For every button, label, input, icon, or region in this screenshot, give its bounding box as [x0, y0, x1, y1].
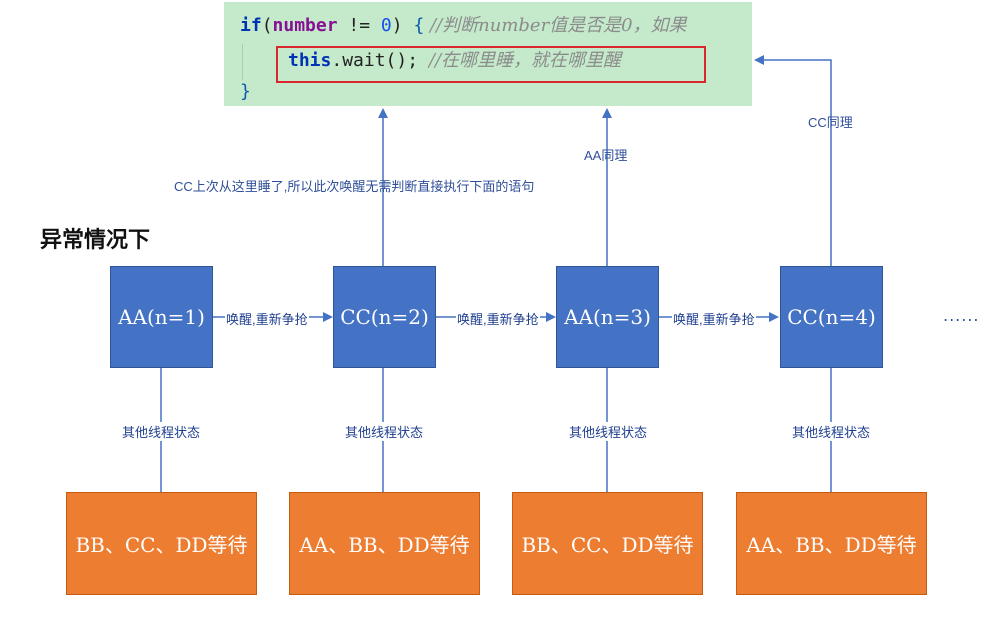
code-snippet: if(number != 0) { //判断number值是否是0，如果 thi…: [224, 2, 752, 106]
wait-highlight-box: [276, 46, 706, 83]
cc-wakeup-note: CC上次从这里睡了,所以此次唤醒无需判断直接执行下面的语句: [174, 179, 535, 194]
wait-box-1: BB、CC、DD等待: [66, 492, 257, 595]
others-label-1: 其他线程状态: [121, 422, 202, 441]
wake-label-1: 唤醒,重新争抢: [225, 309, 309, 328]
wake-label-2: 唤醒,重新争抢: [456, 309, 540, 328]
others-label-4: 其他线程状态: [791, 422, 872, 441]
wait-box-4: AA、BB、DD等待: [736, 492, 927, 595]
wait-box-3: BB、CC、DD等待: [512, 492, 703, 595]
code-line-wait: this.wait(); //在哪里睡，就在哪里醒: [288, 49, 621, 73]
comment-check: //判断number值是否是0，如果: [424, 15, 687, 36]
thread-box-cc-4: CC(n=4): [780, 266, 883, 368]
section-heading: 异常情况下: [40, 227, 151, 253]
wait-box-2: AA、BB、DD等待: [289, 492, 480, 595]
keyword-if: if: [240, 15, 262, 36]
code-line-close: }: [240, 80, 251, 104]
brace-close: }: [240, 81, 251, 102]
others-label-3: 其他线程状态: [568, 422, 649, 441]
identifier-number: number: [272, 15, 338, 36]
elbow-arrow-cc4: [754, 55, 832, 266]
paren-close: ): [391, 15, 414, 36]
operator: !=: [337, 15, 381, 36]
thread-box-aa-3: AA(n=3): [556, 266, 659, 368]
thread-box-cc-2: CC(n=2): [333, 266, 436, 368]
comment-wait: //在哪里睡，就在哪里醒: [428, 50, 622, 71]
wait-call: .wait();: [331, 50, 429, 71]
number-literal: 0: [380, 15, 392, 36]
paren-open: (: [261, 15, 273, 36]
cc-same-note: CC同理: [808, 115, 853, 130]
keyword-this: this: [288, 50, 332, 71]
code-line-if: if(number != 0) { //判断number值是否是0，如果: [240, 14, 687, 38]
thread-box-aa-1: AA(n=1): [110, 266, 213, 368]
indent-guide: [242, 44, 243, 80]
aa-same-note: AA同理: [584, 148, 628, 163]
wake-label-3: 唤醒,重新争抢: [672, 309, 756, 328]
brace-open: {: [413, 15, 425, 36]
others-label-2: 其他线程状态: [344, 422, 425, 441]
continuation-ellipsis: ......: [943, 306, 980, 325]
